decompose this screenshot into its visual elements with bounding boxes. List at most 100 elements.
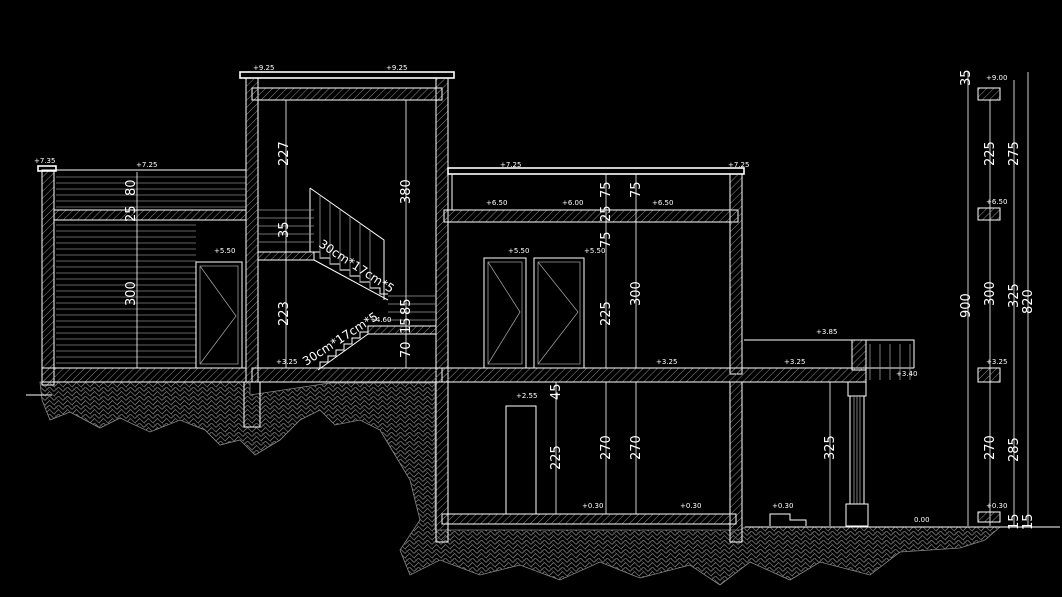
- stair-flight-lower: [310, 326, 369, 369]
- left-parapet-cap: [37, 165, 57, 172]
- level-floor-center: +3.25: [656, 358, 677, 366]
- right-roof-slab: [443, 209, 739, 223]
- ground-soil: [39, 381, 1002, 586]
- left-door: [195, 261, 243, 369]
- level-terrace-floor: +3.25: [784, 358, 805, 366]
- dimension-lines: [136, 72, 1029, 526]
- dim-stair-landing: 85: [399, 298, 414, 315]
- right-roof-cap: [447, 167, 745, 175]
- dim-right-slab-75-low: 75: [599, 231, 614, 248]
- entry-steps: [769, 513, 807, 526]
- level-basement-door: +2.55: [516, 392, 537, 400]
- left-roof-rail: [56, 172, 246, 210]
- legend-slabs: [977, 87, 1001, 523]
- terrace-railing: [744, 339, 915, 369]
- dim-legend-225: 225: [983, 141, 998, 166]
- stair-label-upper: 30cm*17cm*5: [316, 237, 396, 296]
- level-slab-c: +6.50: [652, 199, 673, 207]
- dim-stair-top: 227: [277, 141, 292, 166]
- dim-left-slab: 25: [124, 205, 139, 222]
- level-step: +0.30: [772, 502, 793, 510]
- level-terrace-right: +3.40: [896, 370, 917, 378]
- stair-tower: [239, 71, 455, 428]
- level-left-roof: +7.25: [136, 161, 157, 169]
- level-markers: +9.25 +9.25 +7.35 +7.25 +7.25 +7.25 +5.5…: [34, 64, 1007, 524]
- dim-basement-room-a: 270: [599, 435, 614, 460]
- level-stair-landing: +4.60: [370, 316, 391, 324]
- dim-stair-low: 223: [277, 301, 292, 326]
- dim-legend-300: 300: [983, 281, 998, 306]
- level-ground: 0.00: [914, 516, 930, 524]
- dim-stair-total: 380: [399, 179, 414, 204]
- dim-legend-820: 820: [1021, 289, 1036, 314]
- left-block: [37, 165, 247, 386]
- dim-right-slab-c: 25: [599, 205, 614, 222]
- level-door-b: +5.50: [584, 247, 605, 255]
- level-legend-mid: +6.50: [986, 198, 1007, 206]
- level-legend-top: +9.00: [986, 74, 1007, 82]
- level-terrace: +3.85: [816, 328, 837, 336]
- terrace-column: [845, 381, 869, 527]
- level-slab-b: +6.00: [562, 199, 583, 207]
- dim-legend-275: 275: [1007, 141, 1022, 166]
- level-legend-low: +3.25: [986, 358, 1007, 366]
- dim-legend-15b: 15: [1021, 513, 1036, 530]
- dim-legend-35: 35: [959, 69, 974, 86]
- level-stair-floor: +3.25: [276, 358, 297, 366]
- level-top-left: +9.25: [253, 64, 274, 72]
- level-right-roof-center: +7.25: [500, 161, 521, 169]
- left-room-wall-pattern: [56, 222, 196, 368]
- basement-floor-slab: [441, 513, 737, 525]
- right-block: [435, 167, 915, 543]
- basement-door: [505, 405, 537, 515]
- dim-right-room: 300: [629, 281, 644, 306]
- right-door-b: [533, 257, 585, 369]
- dimension-texts: 80 25 300 227 35 223 380 85 15 70 75 75 …: [124, 69, 1036, 530]
- tower-roof-cap: [239, 71, 455, 79]
- dim-legend-900: 900: [959, 293, 974, 318]
- left-floor-slab: [41, 367, 247, 383]
- level-legend-bottom: +0.30: [986, 502, 1007, 510]
- stair-label-lower: 30cm*17cm*5: [300, 310, 380, 369]
- dim-right-door: 225: [599, 301, 614, 326]
- dim-stair-slab: 35: [277, 221, 292, 238]
- level-slab-a: +6.50: [486, 199, 507, 207]
- basement-right-wall: [729, 381, 743, 543]
- dim-legend-15a: 15: [1007, 513, 1022, 530]
- tower-floor-slab: [251, 367, 443, 383]
- dim-right-slab-a: 75: [599, 181, 614, 198]
- level-basement-floor-a: +0.30: [582, 502, 603, 510]
- level-door-a: +5.50: [508, 247, 529, 255]
- dim-column: 325: [823, 435, 838, 460]
- dim-left-room: 300: [124, 281, 139, 306]
- tower-right-wall: [435, 77, 449, 383]
- level-basement-floor-b: +0.30: [680, 502, 701, 510]
- dim-legend-285: 285: [1007, 437, 1022, 462]
- dim-stair-bottom: 70: [399, 341, 414, 358]
- level-left-parapet: +7.35: [34, 157, 55, 165]
- level-right-roof-edge: +7.25: [728, 161, 749, 169]
- dim-stair-landing-slab: 15: [399, 317, 414, 334]
- left-wall-outer: [41, 169, 55, 386]
- dim-right-slab-b: 75: [629, 181, 644, 198]
- level-left-room-door: +5.50: [214, 247, 235, 255]
- dim-basement-door: 225: [549, 445, 564, 470]
- tower-left-wall: [245, 77, 259, 383]
- right-wall: [729, 173, 743, 375]
- tower-foundation: [243, 381, 261, 428]
- left-slab: [53, 209, 247, 221]
- terrace-balusters: [869, 344, 911, 380]
- stair-handrail-upper: [309, 187, 385, 300]
- main-floor-slab: [441, 367, 867, 383]
- basement-left-wall: [435, 381, 449, 543]
- mid-railing: [388, 295, 436, 321]
- dim-basement-room-b: 270: [629, 435, 644, 460]
- level-top-right: +9.25: [386, 64, 407, 72]
- dim-left-parapet: 80: [124, 179, 139, 196]
- dim-legend-325: 325: [1007, 283, 1022, 308]
- terrace-parapet: [851, 339, 867, 371]
- dim-beam: 45: [549, 383, 564, 400]
- dim-legend-270: 270: [983, 435, 998, 460]
- tower-roof-slab: [251, 87, 443, 101]
